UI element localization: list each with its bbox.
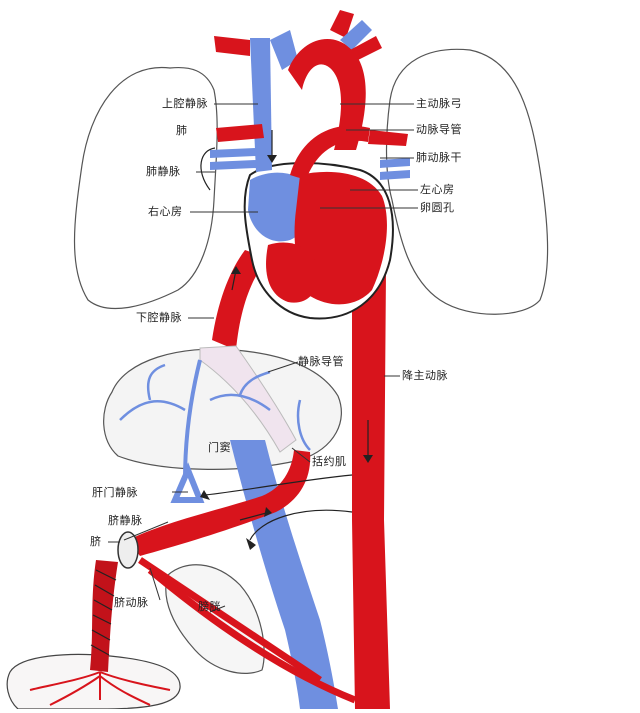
label-aortic-arch: 主动脉弓 (416, 97, 462, 110)
umbilicus-ring (117, 531, 139, 569)
label-portal-sinus: 门窦 (208, 441, 231, 454)
label-ductus-venosus: 静脉导管 (298, 355, 344, 368)
right-lung (73, 66, 218, 310)
pulmonary-trunk-vessel (290, 125, 370, 180)
label-ductus-arteriosus: 动脉导管 (416, 123, 462, 136)
label-portal-vein: 肝门静脉 (92, 486, 138, 499)
placenta (6, 653, 181, 710)
label-umbilicus: 脐 (90, 535, 102, 548)
label-ivc: 下腔静脉 (136, 311, 182, 324)
label-bladder: 膀胱 (198, 600, 221, 613)
label-pulm-vein: 肺静脉 (146, 165, 181, 178)
label-foramen-ovale: 卵圆孔 (420, 201, 455, 214)
label-desc-aorta: 降主动脉 (402, 369, 448, 382)
label-umbilical-vein: 脐静脉 (108, 514, 143, 527)
label-left-atrium: 左心房 (420, 183, 455, 196)
label-sphincter: 括约肌 (312, 455, 347, 468)
left-lung (385, 48, 549, 315)
label-umbilical-artery: 脐动脉 (114, 596, 149, 609)
umbilical-vein-vessel (128, 450, 311, 556)
umbilical-artery-vessel (138, 557, 322, 683)
label-svc: 上腔静脉 (162, 97, 208, 110)
umbilical-cord (90, 560, 118, 672)
right-ventricle (266, 242, 319, 303)
label-lung: 肺 (176, 124, 188, 137)
inferior-vena-cava (212, 250, 268, 350)
descending-aorta (352, 270, 390, 709)
label-right-atrium: 右心房 (148, 205, 183, 218)
aortic-arch-vessel (288, 39, 366, 151)
label-pulm-trunk: 肺动脉干 (416, 151, 462, 164)
